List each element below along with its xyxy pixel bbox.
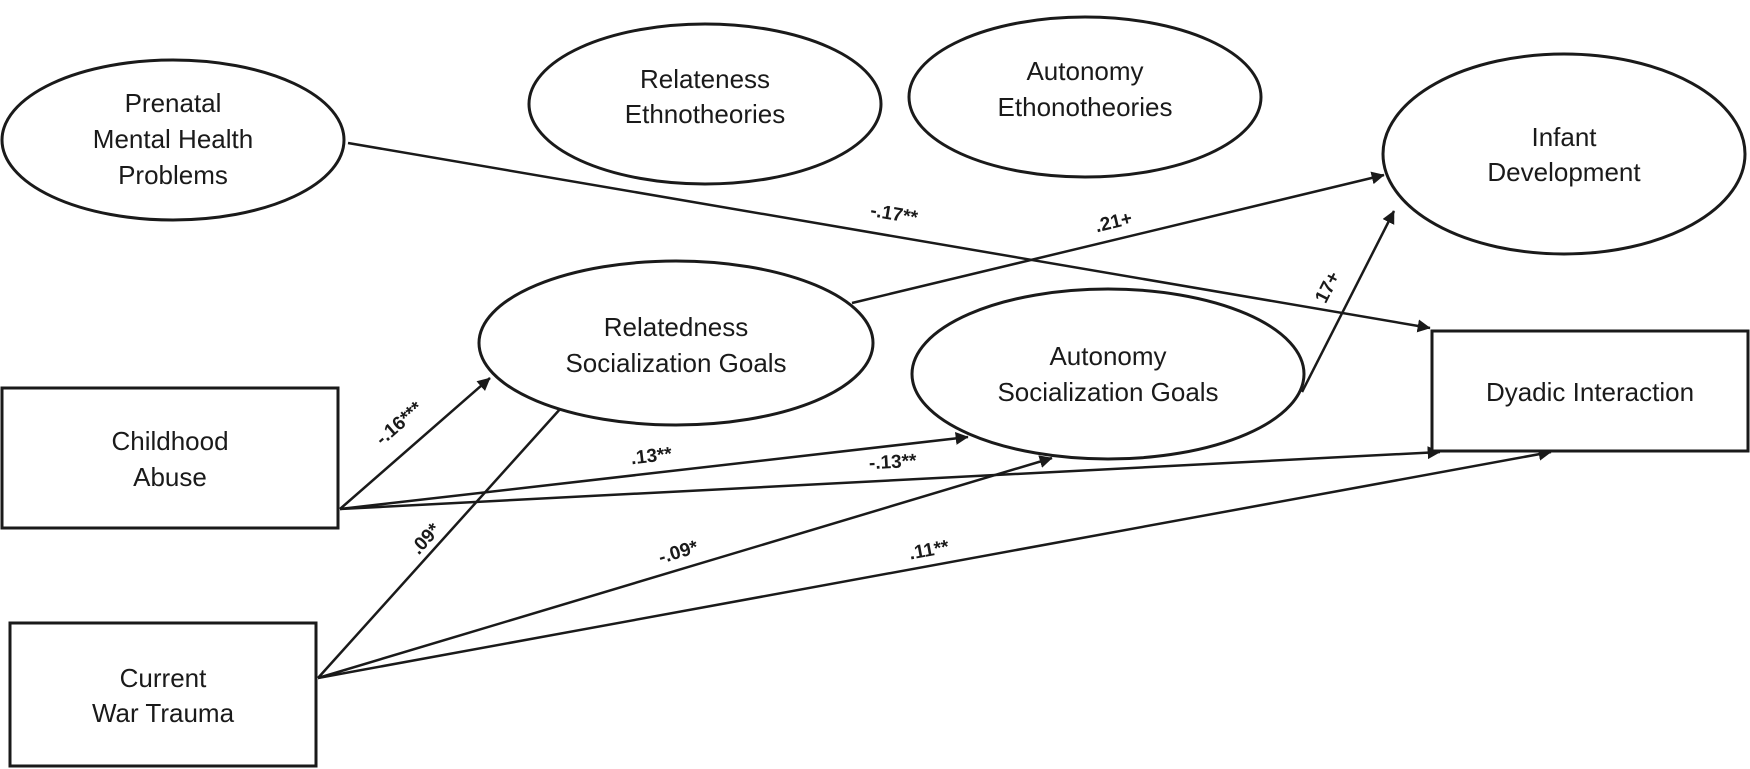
edge-war-to-dyadic: .11** (317, 447, 1552, 680)
node-autonomy-ethonotheories: Autonomy Ethonotheories (907, 15, 1263, 179)
node-dyadic-interaction: Dyadic Interaction (1430, 329, 1750, 453)
node-label-line: Mental Health (93, 124, 253, 154)
node-current-war-trauma: Current War Trauma (8, 621, 318, 768)
node-ellipse (527, 22, 883, 186)
node-ellipse (907, 15, 1263, 179)
node-infant-development: Infant Development (1381, 52, 1747, 256)
edge-line (317, 397, 571, 679)
node-ellipse (1381, 52, 1747, 256)
node-childhood-abuse: Childhood Abuse (0, 386, 340, 530)
edge-childhood-to-relatedness-goals: -.16*** (339, 377, 491, 510)
node-box (1430, 329, 1750, 453)
edge-war-to-relatedness-goals: .09* (317, 397, 571, 679)
edge-line (317, 455, 1053, 680)
node-label-line: Infant (1531, 122, 1597, 152)
node-ellipse (0, 58, 346, 222)
node-label-line: War Trauma (92, 698, 235, 728)
edge-label: -.09* (656, 537, 701, 569)
edge-line (339, 446, 1441, 511)
node-label-line: Autonomy (1026, 56, 1143, 86)
edge-line (347, 141, 1431, 333)
node-label-line: Abuse (133, 462, 207, 492)
node-label-line: Relateness (640, 64, 770, 94)
edge-label: -.13** (868, 451, 917, 474)
edge-childhood-to-autonomy-goals: .13** (339, 431, 969, 511)
edge-autonomy-goals-to-infant: 17+ (1300, 210, 1396, 393)
node-label-line: Socialization Goals (997, 377, 1218, 407)
node-autonomy-socialization-goals: Autonomy Socialization Goals (910, 287, 1306, 461)
node-ellipse (477, 259, 875, 427)
edge-label: -.16*** (372, 398, 428, 450)
node-label-line: Socialization Goals (565, 348, 786, 378)
edge-label: -.17** (869, 200, 920, 229)
node-label-line: Development (1487, 157, 1641, 187)
edge-label: .21+ (1093, 208, 1134, 237)
nodes: Prenatal Mental Health Problems Relatene… (0, 15, 1750, 768)
node-relatedness-socialization-goals: Relatedness Socialization Goals (477, 259, 875, 427)
node-label-line: Ethnotheories (625, 99, 785, 129)
edge-line (1300, 210, 1396, 393)
node-relateness-ethnotheories: Relateness Ethnotheories (527, 22, 883, 186)
node-box (8, 621, 318, 768)
node-label-line: Relatedness (604, 312, 749, 342)
edge-childhood-to-dyadic: -.13** (339, 446, 1441, 511)
node-ellipse (910, 287, 1306, 461)
edge-line (317, 447, 1552, 680)
node-box (0, 386, 340, 530)
node-label-line: Prenatal (125, 88, 222, 118)
edge-line (851, 171, 1385, 305)
node-label-line: Dyadic Interaction (1486, 377, 1694, 407)
node-label-line: Current (120, 663, 207, 693)
edge-label: .09* (407, 519, 446, 559)
node-label-line: Problems (118, 160, 228, 190)
edge-relatedness-goals-to-infant: .21+ (851, 171, 1385, 305)
edge-label: .11** (907, 537, 951, 565)
node-label-line: Ethonotheories (998, 92, 1173, 122)
edge-line (339, 377, 491, 510)
edge-label: 17+ (1311, 268, 1344, 306)
node-prenatal-mental-health: Prenatal Mental Health Problems (0, 58, 346, 222)
edge-line (339, 431, 969, 511)
edge-label: .13** (630, 444, 674, 470)
node-label-line: Childhood (111, 426, 228, 456)
node-label-line: Autonomy (1049, 341, 1166, 371)
